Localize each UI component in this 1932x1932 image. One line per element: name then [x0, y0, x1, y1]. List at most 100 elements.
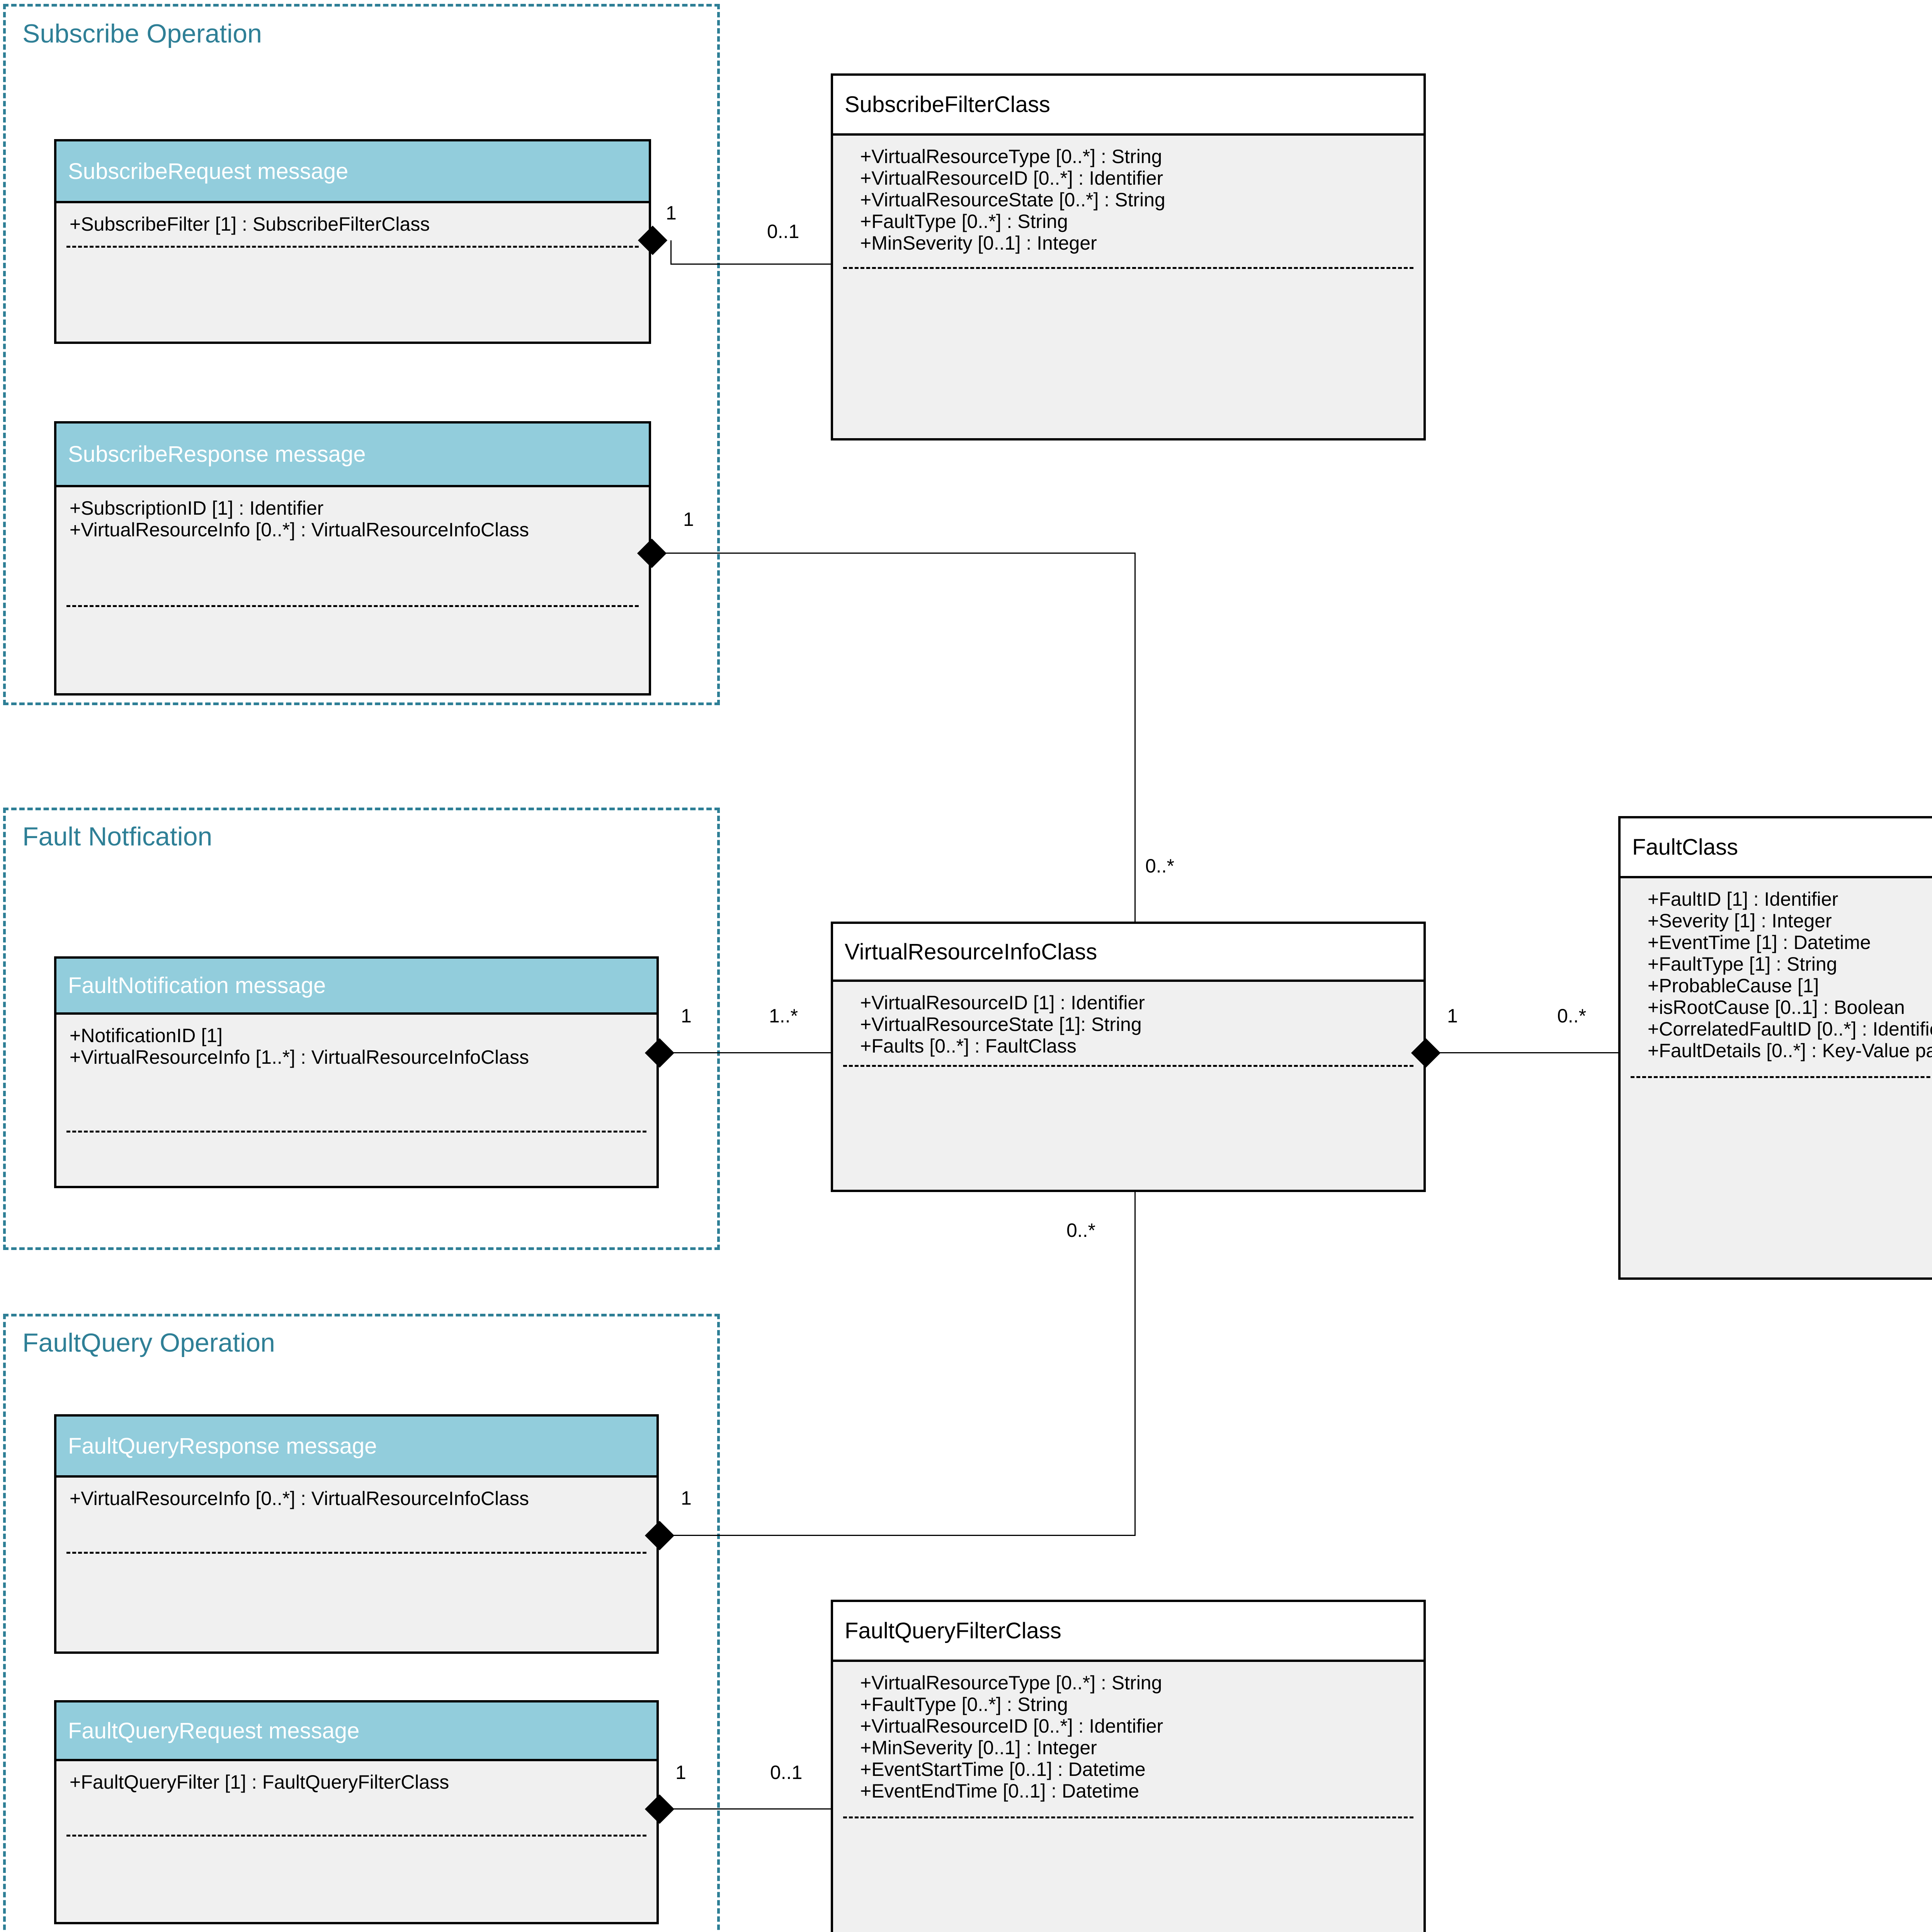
attribute-row: +VirtualResourceID [0..*] : Identifier	[860, 167, 1163, 189]
group-fault-notification	[3, 808, 720, 1250]
operations-separator	[843, 1816, 1413, 1818]
attribute-row: +VirtualResourceType [0..*] : String	[860, 1672, 1162, 1694]
box-fault-query-response-body: +VirtualResourceInfo [0..*] : VirtualRes…	[56, 1478, 656, 1651]
operations-separator	[66, 1131, 646, 1133]
box-subscribe-filter-class-title: SubscribeFilterClass	[845, 92, 1050, 117]
box-fault-query-filter-class-header: FaultQueryFilterClass	[833, 1602, 1423, 1662]
multiplicity-label: 0..*	[1557, 1005, 1587, 1027]
group-title-fault-query-operation: FaultQuery Operation	[22, 1328, 275, 1357]
connector-segment	[669, 1808, 832, 1810]
attribute-row: +VirtualResourceInfo [0..*] : VirtualRes…	[70, 519, 529, 541]
multiplicity-label: 0..1	[770, 1762, 803, 1783]
multiplicity-label: 1	[666, 202, 677, 224]
operations-separator	[1631, 1076, 1932, 1078]
box-fault-query-request-body: +FaultQueryFilter [1] : FaultQueryFilter…	[56, 1761, 656, 1922]
group-title-subscribe-operation: Subscribe Operation	[22, 19, 262, 48]
box-subscribe-filter-class-header: SubscribeFilterClass	[833, 76, 1423, 136]
attribute-row: +FaultType [1] : String	[1648, 953, 1837, 975]
attribute-row: +FaultType [0..*] : String	[860, 1694, 1068, 1715]
attribute-row: +MinSeverity [0..1] : Integer	[860, 232, 1097, 254]
multiplicity-label: 1	[683, 509, 694, 530]
box-fault-class-header: FaultClass	[1621, 818, 1932, 878]
box-subscribe-response-header: SubscribeResponse message	[56, 423, 649, 487]
box-fault-query-response-header: FaultQueryResponse message	[56, 1417, 656, 1478]
operations-separator	[66, 1835, 646, 1837]
box-subscribe-request[interactable]: SubscribeRequest message +SubscribeFilte…	[54, 139, 651, 344]
attribute-row: +NotificationID [1]	[70, 1025, 223, 1046]
box-fault-notification-header: FaultNotification message	[56, 959, 656, 1015]
box-fault-query-filter-class[interactable]: FaultQueryFilterClass +VirtualResourceTy…	[831, 1600, 1426, 1932]
box-subscribe-request-header: SubscribeRequest message	[56, 141, 649, 203]
box-virtual-resource-info-class-header: VirtualResourceInfoClass	[833, 924, 1423, 982]
multiplicity-label: 0..*	[1066, 1219, 1096, 1241]
box-virtual-resource-info-class-body: +VirtualResourceID [1] : Identifier +Vir…	[833, 982, 1423, 1190]
multiplicity-label: 1	[675, 1762, 686, 1783]
box-fault-query-filter-class-body: +VirtualResourceType [0..*] : String +Fa…	[833, 1662, 1423, 1932]
box-fault-class-title: FaultClass	[1632, 835, 1738, 860]
multiplicity-label: 0..*	[1145, 855, 1175, 877]
attribute-row: +VirtualResourceInfo [1..*] : VirtualRes…	[70, 1046, 529, 1068]
multiplicity-label: 1	[681, 1005, 692, 1027]
attribute-row: +VirtualResourceID [0..*] : Identifier	[860, 1715, 1163, 1737]
connector-segment	[1134, 553, 1136, 923]
box-fault-query-response[interactable]: FaultQueryResponse message +VirtualResou…	[54, 1414, 659, 1654]
attribute-row: +VirtualResourceState [1]: String	[860, 1014, 1142, 1035]
attribute-row: +SubscriptionID [1] : Identifier	[70, 497, 324, 519]
box-fault-query-request[interactable]: FaultQueryRequest message +FaultQueryFil…	[54, 1700, 659, 1924]
operations-separator	[843, 1065, 1413, 1067]
box-fault-query-request-title: FaultQueryRequest message	[68, 1718, 360, 1743]
box-fault-notification-title: FaultNotification message	[68, 973, 326, 998]
attribute-row: +FaultID [1] : Identifier	[1648, 888, 1838, 910]
box-virtual-resource-info-class[interactable]: VirtualResourceInfoClass +VirtualResourc…	[831, 922, 1426, 1192]
connector-segment	[670, 240, 672, 264]
attribute-row: +MinSeverity [0..1] : Integer	[860, 1737, 1097, 1759]
attribute-row: +EventTime [1] : Datetime	[1648, 932, 1871, 953]
box-fault-class[interactable]: FaultClass +FaultID [1] : Identifier +Se…	[1618, 816, 1932, 1280]
box-fault-query-request-header: FaultQueryRequest message	[56, 1702, 656, 1761]
operations-separator	[843, 267, 1413, 269]
attribute-row: +ProbableCause [1]	[1648, 975, 1819, 997]
attribute-row: +SubscribeFilter [1] : SubscribeFilterCl…	[70, 213, 430, 235]
operations-separator	[66, 1552, 646, 1554]
box-subscribe-request-body: +SubscribeFilter [1] : SubscribeFilterCl…	[56, 203, 649, 342]
multiplicity-label: 1	[1447, 1005, 1458, 1027]
attribute-row: +VirtualResourceType [0..*] : String	[860, 146, 1162, 167]
box-subscribe-filter-class[interactable]: SubscribeFilterClass +VirtualResourceTyp…	[831, 73, 1426, 440]
group-title-fault-notification: Fault Notfication	[22, 822, 213, 851]
connector-segment	[662, 553, 1136, 554]
box-fault-notification[interactable]: FaultNotification message +NotificationI…	[54, 956, 659, 1188]
box-subscribe-response[interactable]: SubscribeResponse message +SubscriptionI…	[54, 421, 651, 696]
attribute-row: +Severity [1] : Integer	[1648, 910, 1832, 932]
attribute-row: +VirtualResourceState [0..*] : String	[860, 189, 1165, 211]
attribute-row: +FaultQueryFilter [1] : FaultQueryFilter…	[70, 1771, 449, 1793]
attribute-row: +VirtualResourceID [1] : Identifier	[860, 992, 1145, 1014]
connector-segment	[1436, 1052, 1619, 1053]
connector-segment	[1134, 1192, 1136, 1536]
operations-separator	[66, 246, 639, 248]
box-virtual-resource-info-class-title: VirtualResourceInfoClass	[845, 939, 1097, 964]
multiplicity-label: 1	[681, 1487, 692, 1509]
box-subscribe-response-body: +SubscriptionID [1] : Identifier +Virtua…	[56, 487, 649, 693]
box-fault-notification-body: +NotificationID [1] +VirtualResourceInfo…	[56, 1015, 656, 1186]
box-subscribe-request-title: SubscribeRequest message	[68, 158, 349, 184]
multiplicity-label: 1..*	[769, 1005, 798, 1027]
operations-separator	[66, 605, 639, 607]
attribute-row: +isRootCause [0..1] : Boolean	[1648, 997, 1905, 1018]
box-fault-class-body: +FaultID [1] : Identifier +Severity [1] …	[1621, 878, 1932, 1277]
attribute-row: +VirtualResourceInfo [0..*] : VirtualRes…	[70, 1488, 529, 1509]
box-fault-query-response-title: FaultQueryResponse message	[68, 1433, 377, 1459]
attribute-row: +Faults [0..*] : FaultClass	[860, 1035, 1077, 1057]
box-subscribe-filter-class-body: +VirtualResourceType [0..*] : String +Vi…	[833, 136, 1423, 438]
attribute-row: +EventStartTime [0..1] : Datetime	[860, 1759, 1146, 1780]
box-subscribe-response-title: SubscribeResponse message	[68, 442, 366, 467]
connector-segment	[670, 264, 832, 265]
group-fault-query-operation	[3, 1314, 720, 1932]
attribute-row: +CorrelatedFaultID [0..*] : Identifier	[1648, 1018, 1932, 1040]
attribute-row: +FaultType [0..*] : String	[860, 211, 1068, 232]
box-fault-query-filter-class-title: FaultQueryFilterClass	[845, 1618, 1061, 1643]
attribute-row: +FaultDetails [0..*] : Key-Value pairs	[1648, 1040, 1932, 1061]
connector-segment	[669, 1052, 832, 1053]
connector-segment	[669, 1535, 1136, 1536]
group-subscribe-operation	[3, 4, 720, 705]
